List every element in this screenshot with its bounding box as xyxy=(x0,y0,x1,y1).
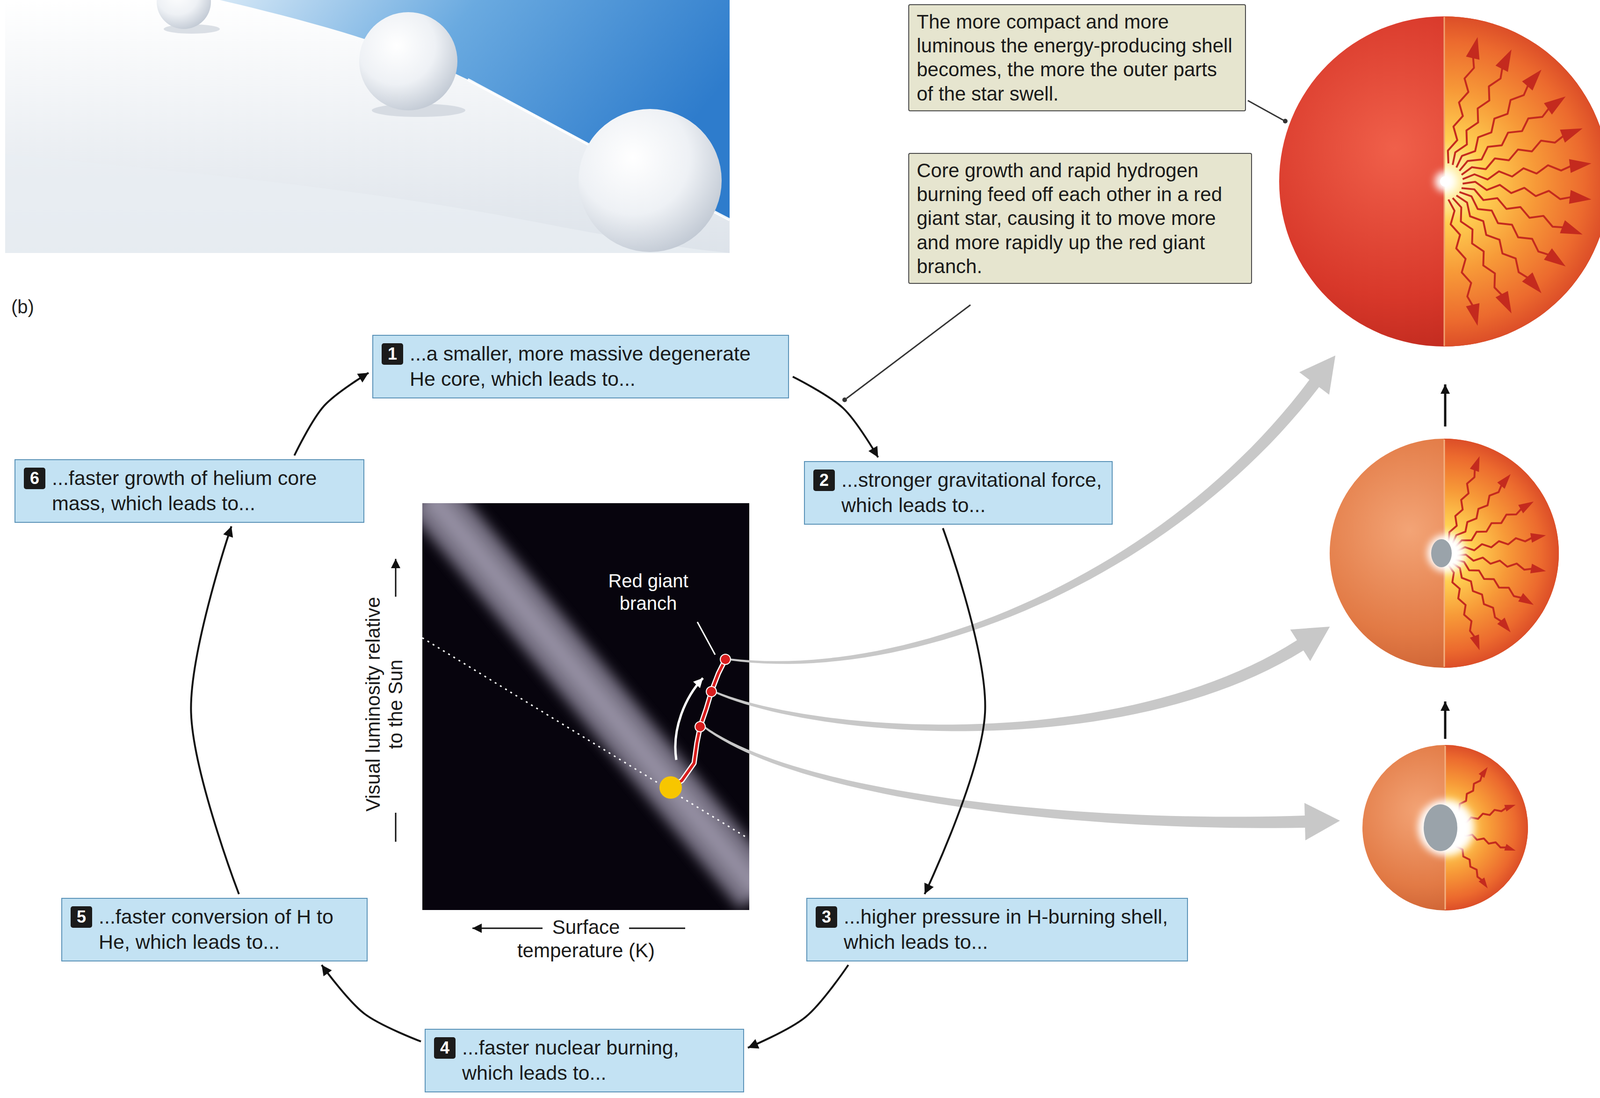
pointer-arrow xyxy=(729,355,1336,665)
box-text: The more compact and more luminous the e… xyxy=(916,9,1238,106)
star-surface xyxy=(1279,16,1600,347)
cycle-arrow xyxy=(321,965,421,1043)
track-dot xyxy=(695,721,706,732)
dotted-line xyxy=(422,637,746,838)
energy-ray xyxy=(1455,530,1547,556)
energy-ray xyxy=(1444,563,1485,652)
cycle-arrow xyxy=(190,526,239,895)
box-text: ...a smaller, more massive degenerate He… xyxy=(409,341,780,392)
step-box: 2 ...stronger gravitational force, which … xyxy=(803,461,1113,525)
callout-number: 2 xyxy=(813,469,835,492)
box-text: ...faster nuclear burning, which leads t… xyxy=(462,1035,735,1086)
snowball xyxy=(156,0,211,29)
energy-ray xyxy=(1444,454,1485,543)
main-sequence-core xyxy=(427,503,750,894)
pointer-arrow xyxy=(703,725,1340,841)
step-box: 4 ...faster nuclear burning, which leads … xyxy=(424,1028,745,1093)
energy-ray xyxy=(1453,497,1537,552)
step-box: 1...a smaller, more massive degenerate H… xyxy=(372,334,790,399)
callout-number: 4 xyxy=(434,1037,456,1059)
note-box: Core growth and rapid hydrogen burning f… xyxy=(908,152,1253,284)
star-surface xyxy=(1362,745,1528,911)
young-giant-star xyxy=(1362,745,1528,911)
track-dot xyxy=(720,654,731,665)
energy-ray xyxy=(1451,190,1547,298)
axis-arrow xyxy=(395,558,397,597)
energy-ray xyxy=(1459,181,1586,241)
step-box: 6...faster growth of helium core mass, w… xyxy=(14,459,365,523)
track-dot xyxy=(706,686,717,697)
stage-arrow xyxy=(1444,701,1447,739)
star-interior xyxy=(1444,16,1600,347)
note-box: The more compact and more luminous the e… xyxy=(908,4,1246,112)
red-giant-track xyxy=(670,659,726,788)
callout-number: 5 xyxy=(70,906,93,928)
axis-label: Visual luminosity relative to the Sun xyxy=(361,596,408,812)
callout-number: 3 xyxy=(815,906,838,928)
snowball xyxy=(578,108,722,253)
box-text: Core growth and rapid hydrogen burning f… xyxy=(916,158,1244,279)
box-text: ...higher pressure in H-burning shell, w… xyxy=(843,904,1179,956)
energy-ray xyxy=(1441,197,1485,328)
energy-ray xyxy=(1446,46,1518,168)
step-box: 3...higher pressure in H-burning shell, … xyxy=(806,897,1188,962)
pointer-arrow xyxy=(714,626,1330,732)
energy-ray xyxy=(1441,35,1485,166)
cycle-arrow xyxy=(924,528,985,895)
box-text: ...stronger gravitational force, which l… xyxy=(841,467,1104,519)
panel-letter: (b) xyxy=(11,295,35,319)
snow-ground xyxy=(5,0,730,254)
energy-ray xyxy=(1453,555,1537,610)
axis-line xyxy=(629,927,686,930)
leader-line xyxy=(1247,100,1284,121)
box-text: ...faster growth of helium core mass, wh… xyxy=(51,465,355,517)
energy-ray xyxy=(1448,470,1515,547)
cycle-arrow xyxy=(294,372,369,456)
axis-arrow xyxy=(472,927,543,930)
leader-dot xyxy=(842,397,848,403)
energy-ray xyxy=(1459,122,1586,182)
axis-line xyxy=(395,812,397,842)
callout-number: 6 xyxy=(23,467,46,490)
star-core xyxy=(1440,176,1451,187)
leader-line xyxy=(697,622,716,655)
helium-core xyxy=(1423,804,1458,852)
star-interior xyxy=(1445,745,1528,911)
core-glow xyxy=(1434,171,1456,192)
leader-dot xyxy=(1282,118,1288,124)
branch-label: Red giant branch xyxy=(594,569,703,615)
cycle-arrow xyxy=(792,376,878,458)
snowball-panel xyxy=(5,0,730,254)
energy-ray xyxy=(1455,550,1547,577)
stage-arrow xyxy=(1444,384,1447,427)
snowball xyxy=(359,12,458,111)
cycle-arrow xyxy=(747,965,849,1049)
box-text: ...faster conversion of H to He, which l… xyxy=(98,904,359,956)
core-glow xyxy=(1427,534,1465,572)
helium-core xyxy=(1431,539,1452,568)
star-interior xyxy=(1444,438,1559,668)
track-halo xyxy=(670,659,726,788)
energy-ray xyxy=(1446,195,1518,317)
core-glow xyxy=(1418,799,1475,856)
hr-plot-content xyxy=(422,503,750,894)
energy-ray xyxy=(1461,176,1593,207)
sun-dot xyxy=(659,776,682,799)
energy-ray xyxy=(1455,90,1570,177)
growing-star xyxy=(1329,438,1559,668)
leader-line xyxy=(846,304,971,399)
star-surface xyxy=(1329,438,1559,668)
axis-label: Surface temperature (K) xyxy=(497,915,675,963)
energy-ray xyxy=(1461,156,1593,187)
red-giant-star xyxy=(1279,16,1600,347)
step-box: 5...faster conversion of H to He, which … xyxy=(61,897,368,962)
callout-number: 1 xyxy=(381,343,404,365)
main-sequence-band xyxy=(427,503,750,894)
